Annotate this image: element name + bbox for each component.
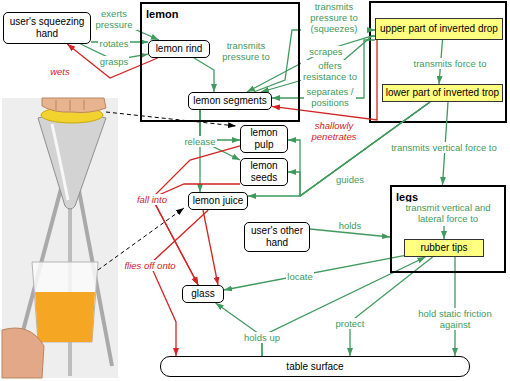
object-box: lemon seeds: [240, 158, 288, 186]
edge-label: locate: [286, 271, 313, 282]
connector: [216, 303, 262, 356]
part-box: lower part of inverted trop: [382, 84, 503, 102]
group-heading: lemon: [142, 7, 182, 22]
edge-label-holder: transmits pressure to: [217, 40, 275, 64]
finger-lines: [56, 100, 84, 111]
node-text: lemon juice: [193, 195, 244, 207]
edge-label-holder: offers resistance to: [301, 60, 359, 84]
edge-label: hold static friction against: [416, 308, 494, 330]
edge-label: transmits vertical force to: [390, 142, 498, 153]
node-text: upper part of inverted drop: [380, 23, 498, 35]
photo-ground: [2, 98, 118, 378]
edge-label: transmit vertical and lateral force to: [396, 202, 500, 224]
edge-label: rotates: [98, 38, 129, 49]
object-box: lemon juice: [188, 192, 248, 210]
edge-label: fall into: [136, 194, 168, 205]
connector: [150, 210, 208, 356]
edge-label: wets: [49, 66, 71, 77]
juicer-body: [38, 112, 106, 209]
edge-label: exerts pressure: [91, 8, 137, 30]
other-hand: [2, 328, 44, 378]
node-text: lemon segments: [193, 95, 266, 107]
node-text: table surface: [286, 361, 343, 373]
connector: [261, 36, 375, 92]
edge-label: guides: [335, 174, 365, 185]
connector: [443, 226, 444, 239]
object-box: lemon segments: [188, 92, 272, 110]
edge-label-holder: transmits vertical force to: [385, 137, 503, 155]
juicer-highlight: [52, 124, 68, 200]
edge-label: protect: [334, 318, 365, 329]
edge-label: flies off onto: [123, 260, 176, 271]
object-box: lemon rind: [148, 40, 210, 58]
connector: [200, 110, 240, 160]
edge-label-holder: locate: [283, 266, 317, 284]
connector: [194, 58, 214, 92]
edge-label: holds: [338, 220, 363, 231]
edge-label-holder: scrapes: [307, 41, 345, 59]
node-text: user's other hand: [248, 225, 306, 249]
node-text: glass: [191, 288, 214, 300]
connector: [203, 210, 218, 285]
edge-label: transmits pressure to (squeezes): [301, 1, 367, 34]
edge-label-holder: hold static friction against: [416, 308, 494, 332]
edge-label-holder: transmit vertical and lateral force to: [396, 202, 500, 226]
edge-label: release: [183, 136, 216, 147]
connector: [199, 110, 200, 192]
juice-in-cup: [35, 292, 95, 342]
edge-label: grasps: [99, 56, 130, 67]
edge-label-holder: grasps: [95, 51, 133, 69]
edge-label: holds up: [243, 332, 281, 343]
leader-line: [98, 208, 184, 270]
squeezing-hand: [42, 98, 106, 113]
object-box: user's other hand: [244, 222, 310, 252]
edge-label-holder: shallowly penetrates: [306, 120, 362, 144]
edge-label-holder: exerts pressure: [91, 8, 137, 32]
edge-label-holder: flies off onto: [118, 255, 182, 273]
leader-line: [106, 112, 236, 126]
edge-label-holder: release: [181, 131, 219, 149]
edge-label-holder: transmits force to: [408, 53, 492, 71]
part-box: rubber tips: [404, 239, 484, 257]
edge-label-holder: fall into: [131, 189, 173, 207]
edge-label-holder: holds: [334, 215, 366, 233]
group-frame: legsrubber tips: [390, 185, 506, 273]
connector: [67, 44, 157, 78]
plastic-cup: [32, 262, 98, 342]
edge-label: transmits force to: [413, 58, 488, 69]
object-box: glass: [182, 285, 224, 303]
object-box: lemon pulp: [240, 125, 288, 153]
node-text: rubber tips: [420, 242, 467, 254]
edge-label: shallowly penetrates: [306, 120, 362, 142]
edge-label-holder: transmits pressure to (squeezes): [301, 1, 367, 36]
edge-label-holder: rotates: [93, 33, 135, 51]
connector: [224, 256, 404, 290]
edge-label: transmits pressure to: [217, 40, 275, 62]
group-frame: lemon lemon rind lemon segments: [140, 2, 300, 122]
edge-label-holder: wets: [46, 61, 74, 79]
node-text: lemon pulp: [244, 127, 284, 151]
edge-label: scrapes: [308, 46, 343, 57]
node-text: user's squeezing hand: [7, 16, 87, 40]
node-text: lemon rind: [156, 43, 203, 55]
node-text: lower part of inverted trop: [386, 87, 499, 99]
part-box: upper part of inverted drop: [375, 18, 503, 40]
edge-label-holder: separates / positions: [304, 86, 356, 110]
edge-label: offers resistance to: [301, 60, 359, 82]
edge-label: separates / positions: [304, 86, 356, 108]
drop-frame: [370, 2, 506, 122]
connector: [272, 40, 377, 120]
object-box: table surface: [160, 356, 470, 377]
edge-label-holder: protect: [330, 313, 370, 331]
edge-label-holder: guides: [332, 169, 368, 187]
node-text: lemon seeds: [244, 160, 284, 184]
object-box: user's squeezing hand: [3, 12, 91, 44]
edge-label-holder: holds up: [240, 327, 284, 345]
